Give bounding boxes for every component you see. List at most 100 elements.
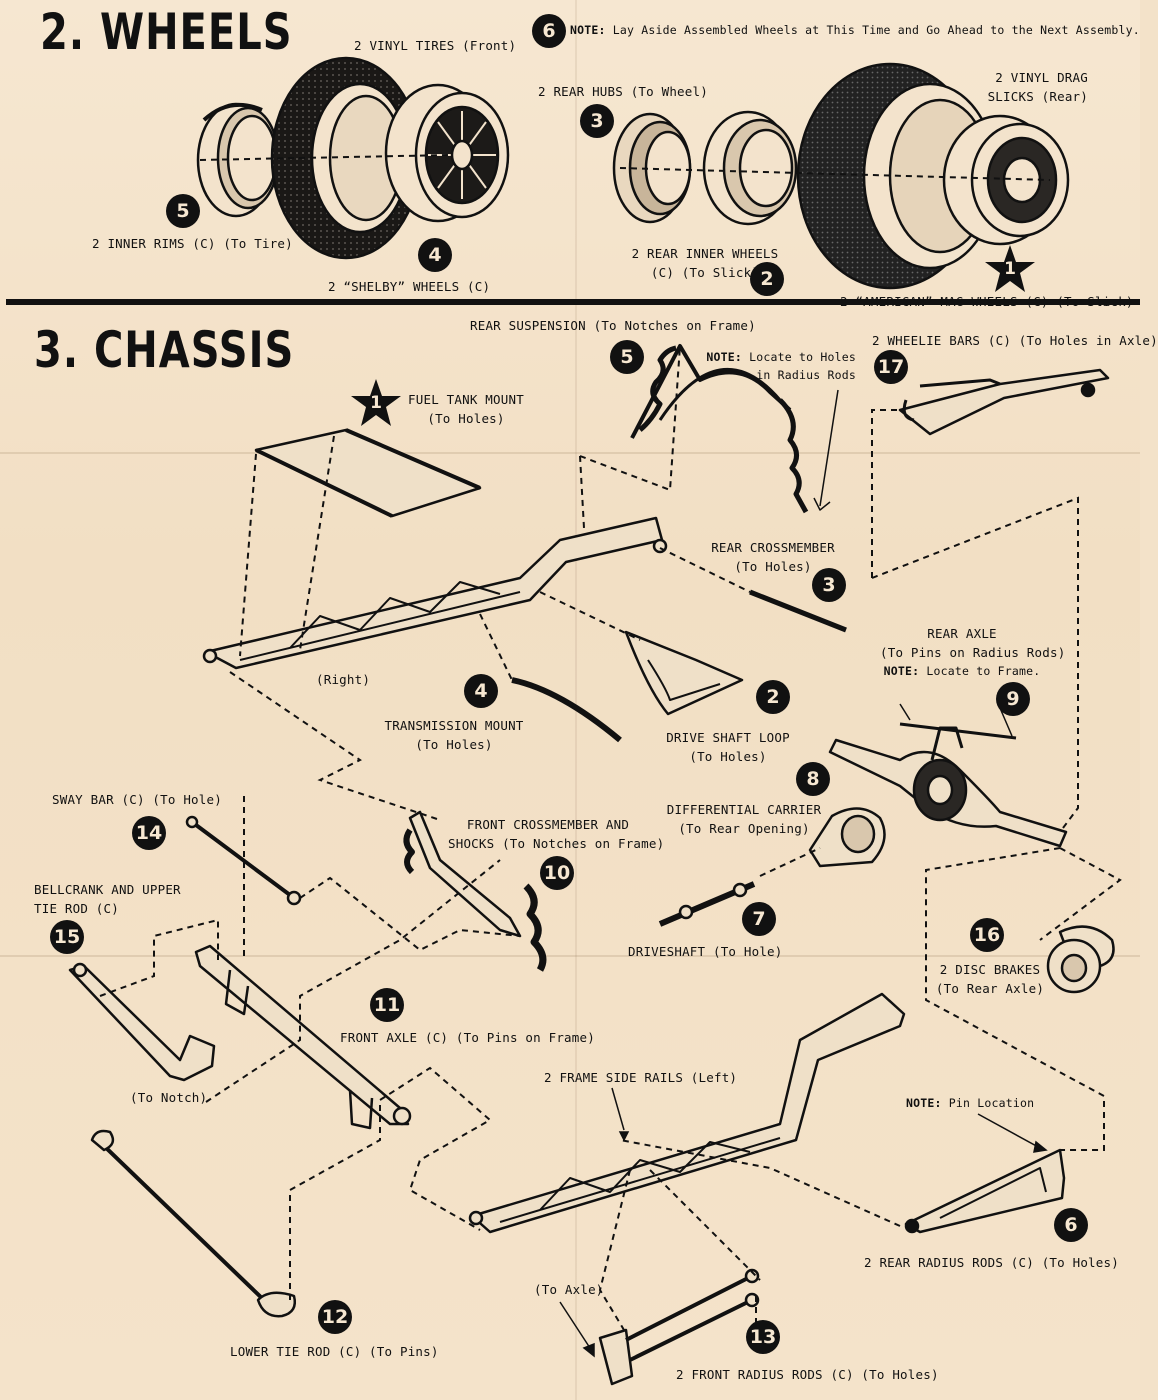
rear-inner-wheel-drawing — [702, 110, 798, 226]
rear-radius-rod-drawing — [904, 1148, 1066, 1234]
note-text: in Radius Rods — [756, 368, 856, 382]
part-label: 2 FRONT RADIUS RODS (C) (To Holes) — [676, 1367, 939, 1382]
step-number-badge: 16 — [970, 918, 1004, 952]
note-text: Lay Aside Assembled Wheels at This Time … — [612, 23, 1140, 37]
part-label-line: 2 REAR INNER WHEELS — [631, 246, 779, 261]
front-axle-drawing — [194, 944, 412, 1130]
part-label: 2 REAR HUBS (To Wheel) — [538, 84, 708, 99]
step-number-badge: 13 — [746, 1320, 780, 1354]
part-label-line: TRANSMISSION MOUNT — [384, 718, 524, 733]
part-label-line: BELLCRANK AND UPPER — [34, 882, 181, 897]
part-label: 2 REAR INNER WHEELS (C) (To Slick) — [630, 244, 780, 282]
note-text: Locate to Frame. — [926, 664, 1041, 678]
star-step-badge: 1 — [984, 244, 1036, 294]
transmission-mount-drawing — [511, 677, 622, 743]
step-number-badge: 8 — [796, 762, 830, 796]
part-label: FRONT AXLE (C) (To Pins on Frame) — [340, 1030, 595, 1045]
part-label: DIFFERENTIAL CARRIER (To Rear Opening) — [666, 800, 822, 838]
part-label: 2 DISC BRAKES (To Rear Axle) — [934, 960, 1046, 998]
part-label: REAR SUSPENSION (To Notches on Frame) — [470, 318, 756, 333]
differential-carrier-drawing — [808, 807, 886, 868]
note-prefix: NOTE: — [570, 23, 606, 37]
part-label: 2 FRAME SIDE RAILS (Left) — [544, 1070, 738, 1085]
part-label: 2 WHEELIE BARS (C) (To Holes in Axle) — [872, 333, 1158, 348]
part-label: BELLCRANK AND UPPER TIE ROD (C) — [34, 880, 181, 918]
step-number-badge: 17 — [874, 350, 908, 384]
part-note: NOTE: Locate to Holes in Radius Rods — [700, 348, 856, 384]
note-prefix: NOTE: — [706, 350, 743, 364]
note-text: Locate to Holes — [749, 350, 856, 364]
note-prefix: NOTE: — [906, 1096, 942, 1110]
part-label-line: REAR CROSSMEMBER — [711, 540, 835, 555]
fuel-tank-mount-drawing — [254, 428, 482, 518]
rear-axle-drawing — [828, 722, 1068, 848]
part-label-line: DRIVE SHAFT LOOP — [666, 730, 790, 745]
step-number-badge: 7 — [742, 902, 776, 936]
front-radius-rods-drawing — [598, 1268, 760, 1386]
sway-bar-drawing — [185, 815, 302, 906]
section-heading-wheels: 2. WHEELS — [40, 4, 293, 62]
left-frame-rail-drawing — [468, 992, 906, 1234]
driveshaft-drawing — [658, 881, 756, 927]
rear-wheel-group — [612, 62, 1070, 290]
step-number-badge: 5 — [610, 340, 644, 374]
step-number-badge: 6 — [1054, 1208, 1088, 1242]
pointer-arrows — [559, 703, 1048, 1358]
bellcrank-drawing — [68, 962, 216, 1082]
part-label-line: (To Holes) — [415, 737, 493, 752]
part-label: 2 VINYL TIRES (Front) — [354, 38, 517, 53]
part-label: DRIVESHAFT (To Hole) — [628, 944, 783, 959]
part-label: (Right) — [316, 672, 371, 687]
part-label-line: 2 DISC BRAKES — [939, 962, 1041, 977]
wheels-note: NOTE: Lay Aside Assembled Wheels at This… — [570, 21, 1140, 40]
step-number-badge: 3 — [580, 104, 614, 138]
lower-tie-rod-drawing — [90, 1129, 296, 1318]
front-wheel-group — [196, 56, 510, 260]
part-label-line: (To Rear Opening) — [678, 821, 810, 836]
right-frame-rail-drawing — [202, 516, 668, 670]
part-label: 2 VINYL DRAG SLICKS (Rear) — [980, 68, 1088, 106]
step-number-badge: 4 — [464, 674, 498, 708]
part-label: SWAY BAR (C) (To Hole) — [52, 792, 222, 807]
shelby-wheel-drawing — [384, 83, 510, 223]
part-label: 2 “SHELBY” WHEELS (C) — [328, 279, 491, 294]
front-crossmember-drawing — [403, 810, 547, 972]
part-label: FUEL TANK MOUNT (To Holes) — [400, 390, 532, 428]
part-label: LOWER TIE ROD (C) (To Pins) — [230, 1344, 439, 1359]
wheelie-bar-drawing — [898, 368, 1110, 436]
part-label-line: (To Holes) — [689, 749, 767, 764]
step-number-badge: 2 — [756, 680, 790, 714]
part-label-line: (To Pins on Radius Rods) — [880, 645, 1066, 660]
note-text: Pin Location — [948, 1096, 1035, 1110]
step-number-badge: 12 — [318, 1300, 352, 1334]
part-label: REAR CROSSMEMBER (To Holes) — [700, 538, 846, 576]
part-label-line: SLICKS (Rear) — [987, 89, 1088, 104]
star-step-badge: 1 — [350, 378, 402, 428]
section-heading-chassis: 3. CHASSIS — [34, 322, 295, 380]
star-icon — [351, 379, 401, 426]
paper-fold-line — [0, 452, 1140, 454]
star-step-number: 1 — [1004, 259, 1016, 279]
assembly-guide-lines — [99, 345, 1122, 1340]
disc-brake-drawing — [1046, 925, 1115, 994]
part-label: 2 INNER RIMS (C) (To Tire) — [92, 236, 293, 251]
step-number-badge: 6 — [532, 14, 566, 48]
paper-fold-line — [575, 0, 577, 1400]
rear-suspension-drawing — [630, 344, 839, 514]
part-label-line: 2 VINYL DRAG — [995, 70, 1088, 85]
part-note: NOTE: Pin Location — [906, 1094, 1034, 1113]
step-number-badge: 15 — [50, 920, 84, 954]
part-label: FRONT CROSSMEMBER AND SHOCKS (To Notches… — [448, 815, 665, 853]
part-label-line: FRONT CROSSMEMBER AND — [466, 817, 630, 832]
part-label: 2 REAR RADIUS RODS (C) (To Holes) — [864, 1255, 1119, 1270]
step-number-badge: 3 — [812, 568, 846, 602]
part-label: (To Notch) — [130, 1090, 208, 1105]
part-label-line: DIFFERENTIAL CARRIER — [666, 802, 822, 817]
star-icon — [985, 245, 1035, 292]
part-label-line: REAR AXLE — [927, 626, 997, 641]
rear-hub-drawing — [612, 112, 692, 224]
step-number-badge: 14 — [132, 816, 166, 850]
part-label-line: (To Holes) — [734, 559, 812, 574]
part-label-line: SHOCKS (To Notches on Frame) — [448, 836, 665, 851]
